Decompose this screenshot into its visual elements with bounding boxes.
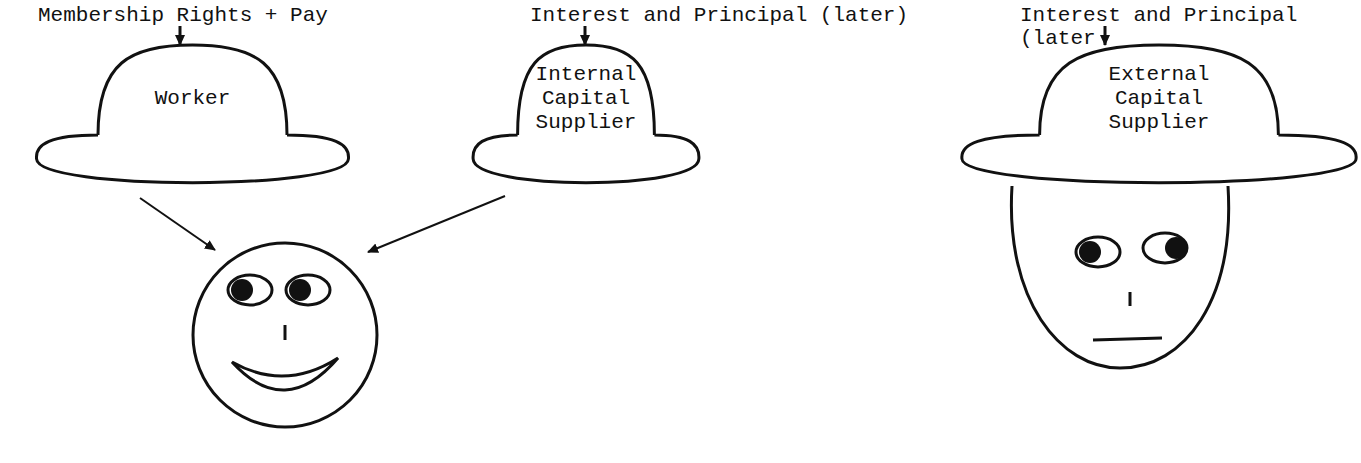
leader-arrow [179,26,182,45]
smiling-face [193,243,377,427]
payment-note: Membership Rights + Pay [38,4,358,27]
hat-shape: Worker [35,45,350,195]
hat-label: Worker [155,87,231,111]
hat-outline [35,45,350,195]
hat-text-area: Worker [128,63,258,135]
hat-shape: Internal Capital Supplier [472,45,700,195]
neutral-face [1011,186,1228,368]
leader-arrow [584,26,587,45]
hat-to-face-arrow [140,198,215,250]
hat-text-area: Internal Capital Supplier [521,63,651,135]
hat-label: External Capital Supplier [1094,63,1224,135]
hat-shape: External Capital Supplier [960,45,1358,195]
payment-note: Interest and Principal (later [1020,4,1360,50]
payment-note: Interest and Principal (later) [530,4,950,27]
leader-arrow [1104,26,1107,45]
hat-to-face-arrow [368,196,505,252]
hat-label: Internal Capital Supplier [521,63,651,135]
hat-text-area: External Capital Supplier [1094,63,1224,135]
